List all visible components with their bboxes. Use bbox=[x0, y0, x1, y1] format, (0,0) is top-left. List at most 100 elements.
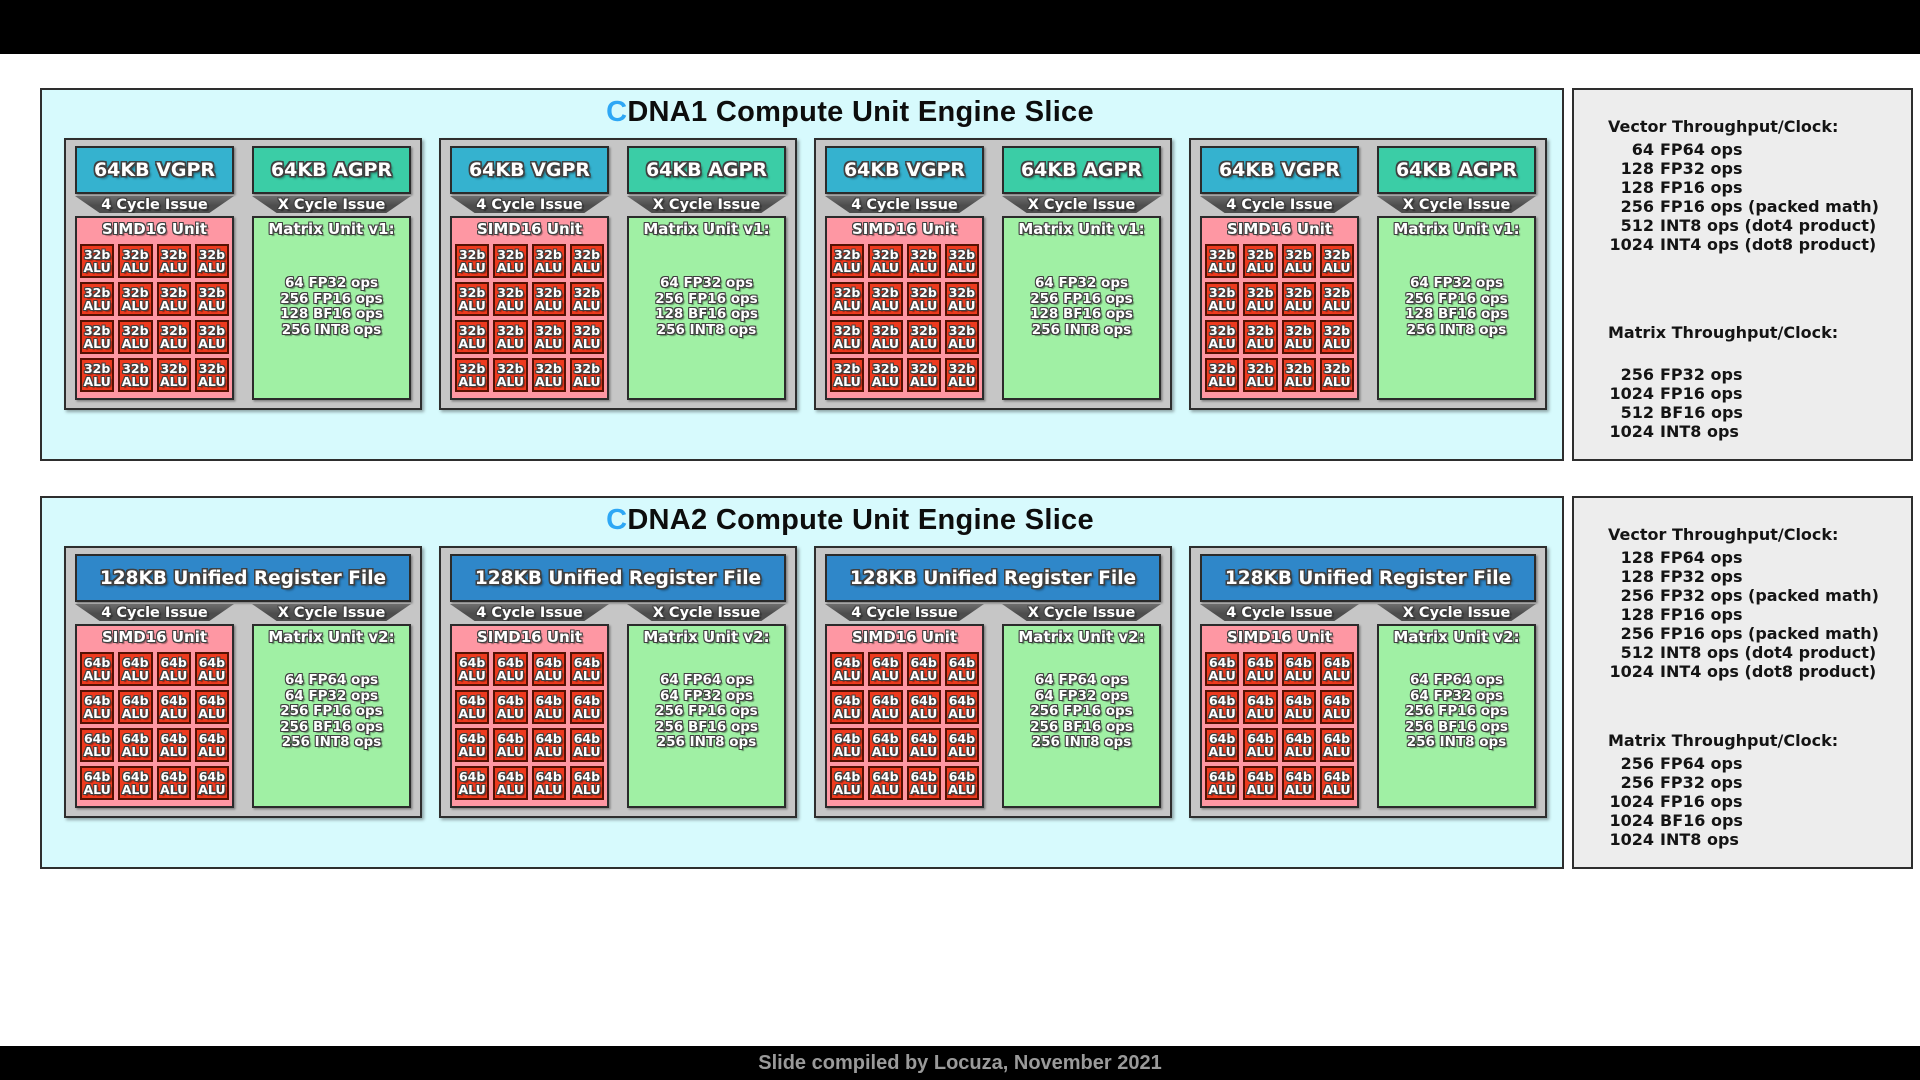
alu-cell-label: ALU bbox=[833, 668, 861, 683]
alu-cell-label: 32b bbox=[198, 360, 226, 376]
alu-cell-label: ALU bbox=[121, 744, 150, 759]
alu-cell-label: ALU bbox=[121, 706, 150, 721]
alu-cell-label: ALU bbox=[159, 298, 188, 313]
throughput-value: 1024 bbox=[1609, 830, 1654, 849]
alu-cell-label: ALU bbox=[159, 668, 188, 683]
alu-cell-label: 64b bbox=[160, 654, 187, 670]
matrix-unit-title: Matrix Unit v1: bbox=[643, 220, 770, 238]
register-file-row: 128KB Unified Register File bbox=[825, 554, 1161, 602]
alu-cell-label: 64b bbox=[198, 692, 226, 708]
alu-cell-label: 64b bbox=[122, 730, 149, 746]
alu-cell-label: 32b bbox=[1208, 284, 1236, 300]
matrix-op-line: 256 FP16 ops bbox=[1030, 290, 1133, 307]
throughput-value: 256 bbox=[1620, 586, 1654, 605]
throughput-label: FP32 ops bbox=[1660, 567, 1743, 586]
matrix-unit-title: Matrix Unit v2: bbox=[268, 628, 395, 646]
simd-unit-title: SIMD16 Unit bbox=[1226, 628, 1333, 646]
alu-cell-label: ALU bbox=[909, 298, 938, 313]
alu-cell-label: 64b bbox=[573, 768, 601, 784]
alu-cell-label: ALU bbox=[833, 744, 861, 759]
alu-cell-label: 64b bbox=[573, 654, 601, 670]
alu-cell-label: 32b bbox=[910, 246, 937, 262]
alu-cell-label: ALU bbox=[198, 744, 226, 759]
alu-cell-label: 64b bbox=[497, 692, 524, 708]
alu-cell-label: ALU bbox=[496, 298, 525, 313]
alu-cell-label: ALU bbox=[871, 706, 900, 721]
alu-cell-label: ALU bbox=[573, 744, 601, 759]
alu-cell-label: ALU bbox=[909, 374, 938, 389]
throughput-label: FP16 ops (packed math) bbox=[1660, 624, 1879, 643]
alu-cell-label: 64b bbox=[1247, 768, 1274, 784]
cycle-issue-trapezoid: 4 Cycle Issue bbox=[75, 196, 234, 213]
alu-cell-label: 32b bbox=[535, 246, 562, 262]
alu-cell-label: 64b bbox=[872, 768, 899, 784]
alu-cell-label: ALU bbox=[83, 706, 111, 721]
alu-cell-label: 32b bbox=[573, 246, 601, 262]
alu-cell-label: 32b bbox=[535, 284, 562, 300]
cdna1-engine-slice-panel: CDNA1 Compute Unit Engine Slice 64KB VGP… bbox=[40, 88, 1564, 461]
matrix-op-line: 64 FP32 ops bbox=[1409, 275, 1504, 291]
cycle-issue-trapezoid: X Cycle Issue bbox=[1377, 604, 1536, 621]
alu-cell-label: 64b bbox=[833, 730, 861, 746]
matrix-op-line: 64 FP32 ops bbox=[1409, 687, 1504, 704]
alu-cell-label: 64b bbox=[1323, 692, 1351, 708]
throughput-label: INT4 ops (dot8 product) bbox=[1660, 235, 1877, 254]
alu-cell-label: ALU bbox=[159, 782, 188, 797]
alu-cell-label: 32b bbox=[573, 284, 601, 300]
alu-cell-label: ALU bbox=[534, 374, 563, 389]
throughput-label: FP16 ops bbox=[1660, 605, 1743, 624]
register-file-box: 64KB AGPR bbox=[627, 146, 786, 194]
alu-cell-label: ALU bbox=[534, 298, 563, 313]
alu-cell-label: ALU bbox=[198, 706, 226, 721]
alu-cell-label: 32b bbox=[497, 360, 524, 376]
alu-cell-label: 32b bbox=[198, 284, 226, 300]
cdna2-title-accent-letter: C bbox=[606, 504, 628, 536]
alu-cell-label: 64b bbox=[1208, 654, 1236, 670]
alu-cell-label: ALU bbox=[159, 744, 188, 759]
alu-cell-label: ALU bbox=[871, 374, 900, 389]
simd-unit-title: SIMD16 Unit bbox=[476, 628, 583, 646]
alu-cell-label: 32b bbox=[122, 322, 149, 338]
alu-cell-label: ALU bbox=[121, 668, 150, 683]
alu-cell-label: ALU bbox=[1323, 668, 1351, 683]
alu-cell-label: 32b bbox=[872, 322, 899, 338]
matrix-op-line: 256 BF16 ops bbox=[280, 718, 383, 735]
alu-cell-label: ALU bbox=[1246, 782, 1275, 797]
register-file-box: 64KB AGPR bbox=[252, 146, 411, 194]
alu-cell-label: ALU bbox=[948, 298, 976, 313]
throughput-label: BF16 ops bbox=[1660, 811, 1743, 830]
